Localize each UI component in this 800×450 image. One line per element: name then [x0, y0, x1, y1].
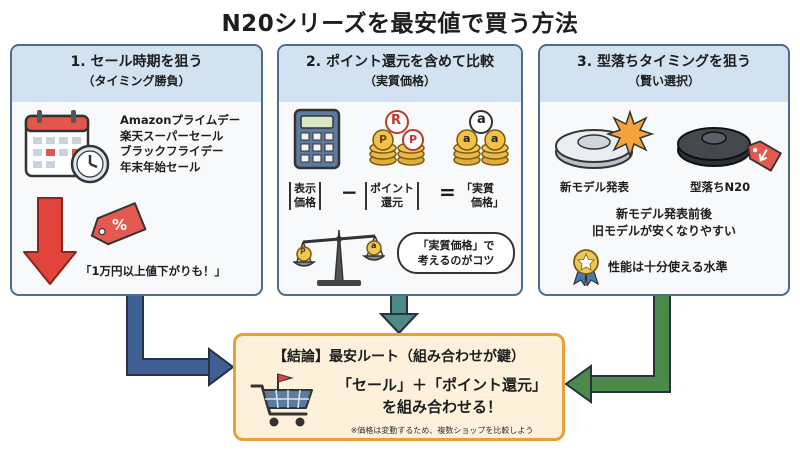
price-variation-note: ※価格は変動するため、複数ショップを比較しよう	[350, 426, 534, 435]
panel-sale-timing: 1. セール時期を狙う （タイミング勝負） Amazonプライムデー 楽天スーパ…	[10, 44, 263, 296]
model-timing-explanation: 新モデル発表前後 旧モデルが安くなりやすい	[591, 207, 736, 238]
price-drop-note: 「1万円以上値下がりも！」	[80, 264, 227, 278]
price-drop-arrow-icon	[23, 197, 77, 285]
sale-item: 楽天スーパーセール	[120, 128, 224, 143]
formula-points: ポイント 還元	[365, 182, 419, 210]
page-title: N20シリーズを最安値で買う方法	[221, 11, 579, 37]
amazon-letter: a	[463, 132, 471, 145]
amazon-coins-icon	[453, 110, 509, 166]
discount-tag-icon	[90, 202, 147, 246]
formula-display-price: 表示 価格	[289, 182, 321, 210]
sale-item: 年末年始セール	[120, 159, 201, 174]
panel-subtitle: （賢い選択）	[627, 74, 700, 88]
rakuten-letter: R	[391, 113, 402, 128]
old-model-label: 型落ちN20	[690, 180, 751, 194]
point-letter-red: P	[409, 133, 418, 146]
formula-effective-price: 「実質 価格」	[461, 182, 504, 209]
panel-header: 1. セール時期を狙う （タイミング勝負）	[12, 46, 261, 102]
balance-scale-icon	[293, 229, 385, 286]
new-model-label: 新モデル発表	[560, 180, 629, 194]
panel-title: 3. 型落ちタイミングを狙う	[577, 54, 751, 70]
old-robot-vacuum-icon	[677, 127, 782, 172]
arrow-from-model	[588, 296, 671, 393]
scale-amazon-letter: a	[371, 241, 377, 250]
panel-title: 1. セール時期を狙う	[70, 54, 203, 70]
point-letter: P	[379, 133, 388, 146]
conclusion-header: 【結論】最安ルート（組み合わせが鍵）	[273, 349, 525, 365]
formula-minus: −	[341, 180, 358, 204]
conclusion-message: 「セール」＋「ポイント還元」 を組み合わせる！	[336, 376, 547, 416]
performance-note: 性能は十分使える水準	[608, 260, 728, 274]
award-badge-icon	[572, 249, 600, 286]
sale-item: Amazonプライムデー	[120, 113, 241, 127]
panel-header: 2. ポイント還元を含めて比較 （実質価格）	[279, 46, 521, 102]
arrow-from-sale	[126, 296, 212, 376]
panel-subtitle: （実質価格）	[363, 74, 436, 88]
sale-list: Amazonプライムデー 楽天スーパーセール ブラックフライデー 年末年始セール	[120, 113, 240, 175]
calendar-clock-icon	[24, 110, 110, 184]
new-robot-vacuum-icon	[555, 109, 655, 169]
panel-old-model: 3. 型落ちタイミングを狙う （賢い選択） 新モデル発表 型落ちN20 新モデル…	[538, 44, 790, 296]
tip-speech-bubble: 「実質価格」で 考えるのがコツ	[397, 232, 515, 274]
panel-title: 2. ポイント還元を含めて比較	[306, 54, 494, 70]
panel-subtitle: （タイミング勝負）	[82, 74, 191, 88]
calculator-icon	[293, 108, 341, 170]
panel-header: 3. 型落ちタイミングを狙う （賢い選択）	[540, 46, 788, 102]
point-coins-icon	[369, 110, 425, 166]
panel-point-comparison: 2. ポイント還元を含めて比較 （実質価格） R P P	[277, 44, 523, 296]
sale-item: ブラックフライデー	[120, 144, 224, 158]
scale-point-letter: P	[300, 247, 306, 256]
discount-symbol: %	[112, 216, 128, 234]
amazon-letter: a	[477, 112, 486, 127]
formula-equals: =	[439, 180, 456, 204]
conclusion-box: 【結論】最安ルート（組み合わせが鍵） 「セール」＋「ポイント還元」 を組み合わせ…	[233, 333, 565, 441]
shopping-cart-icon	[250, 373, 313, 427]
amazon-letter: a	[491, 132, 499, 145]
